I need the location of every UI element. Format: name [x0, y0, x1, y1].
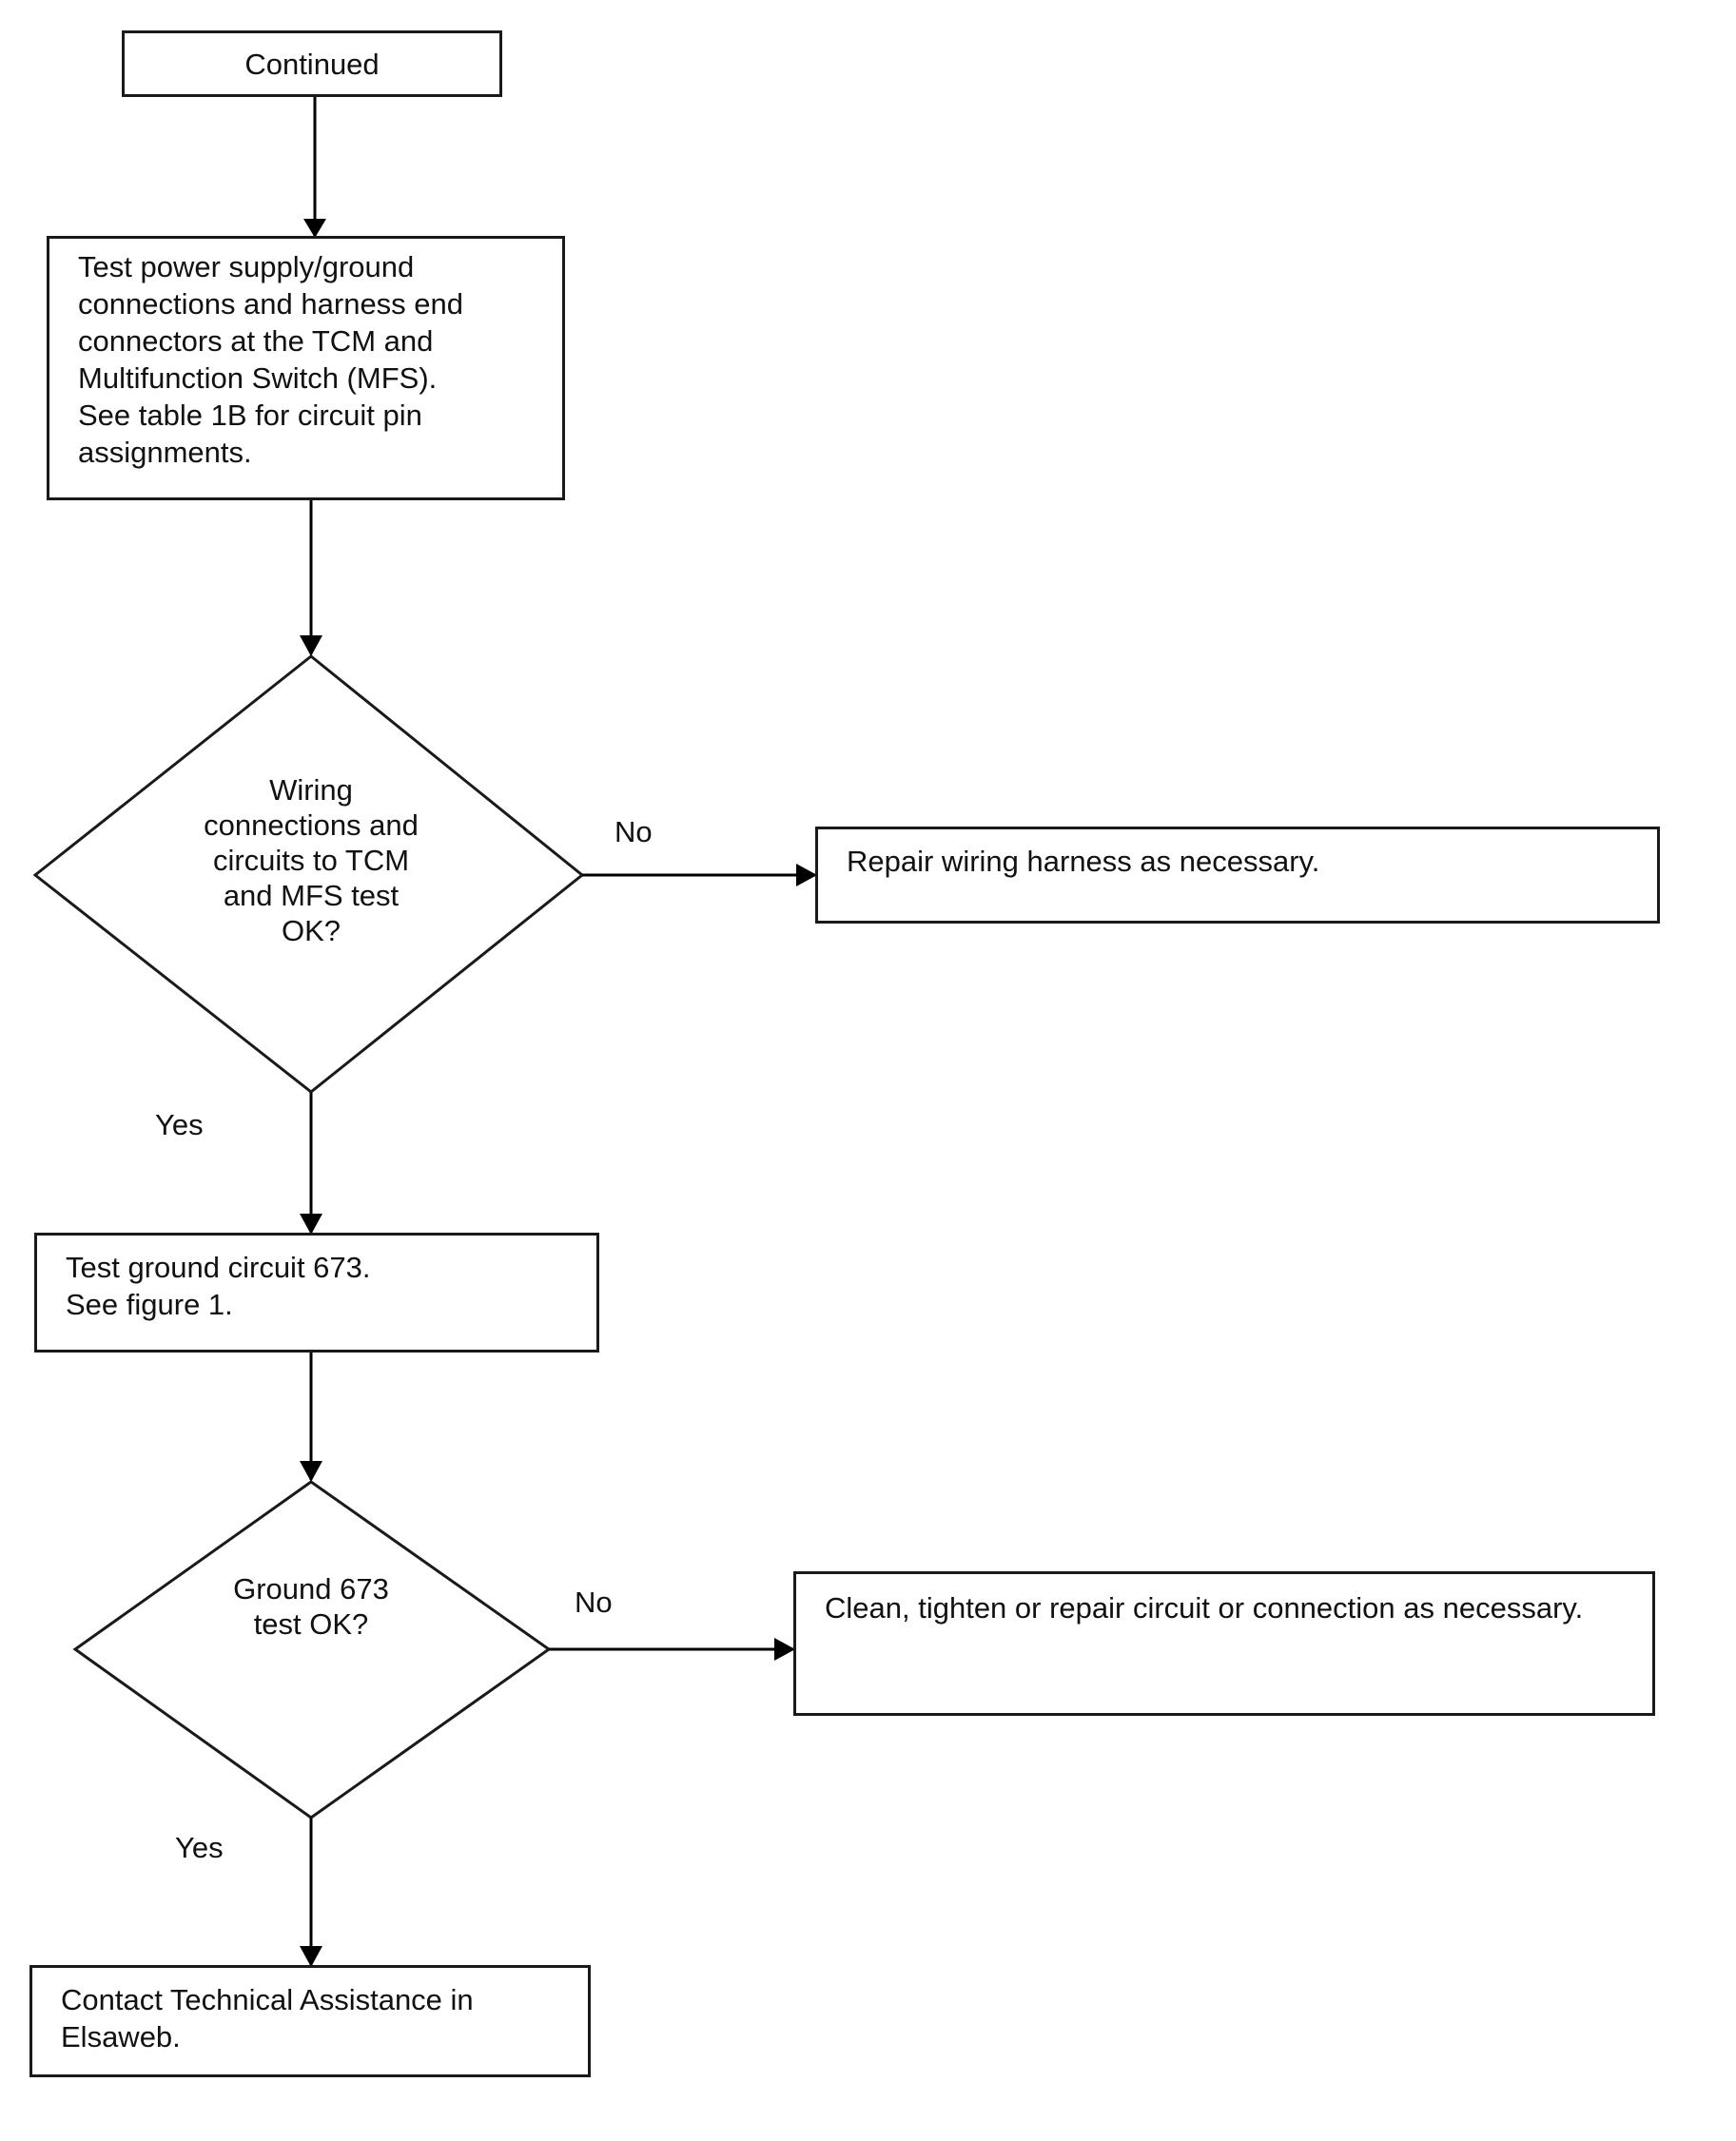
- action-clean-box: Clean, tighten or repair circuit or conn…: [793, 1571, 1655, 1716]
- arrowhead: [300, 1461, 322, 1482]
- start-box: Continued: [122, 30, 502, 97]
- decision-ground-yes-label: Yes: [175, 1831, 224, 1864]
- action-repair-wiring-box: Repair wiring harness as necessary.: [815, 827, 1660, 924]
- arrowhead: [300, 1214, 322, 1235]
- arrowhead: [300, 1946, 322, 1967]
- decision-ground-diamond: [72, 1480, 552, 1820]
- action-repair-wiring-text: Repair wiring harness as necessary.: [847, 845, 1320, 878]
- arrowhead: [303, 219, 326, 238]
- step-power-supply-text: Test power supply/ground connections and…: [78, 250, 464, 469]
- arrowhead: [774, 1638, 795, 1661]
- start-text: Continued: [244, 47, 380, 81]
- decision-wiring-text: Wiring connections and circuits to TCM a…: [204, 773, 419, 947]
- end-box: Contact Technical Assistance in Elsaweb.: [29, 1965, 591, 2077]
- decision-wiring-yes-label: Yes: [155, 1108, 204, 1141]
- arrowhead: [300, 635, 322, 656]
- arrowhead: [796, 864, 817, 886]
- decision-wiring-no-label: No: [614, 815, 653, 848]
- action-clean-text: Clean, tighten or repair circuit or conn…: [825, 1591, 1584, 1625]
- decision-ground-text: Ground 673 test OK?: [233, 1572, 389, 1641]
- decision-ground-no-label: No: [575, 1586, 613, 1619]
- step-ground-box: Test ground circuit 673. See figure 1.: [34, 1233, 599, 1353]
- step-power-supply-box: Test power supply/ground connections and…: [47, 236, 565, 500]
- step-ground-text: Test ground circuit 673. See figure 1.: [66, 1251, 371, 1321]
- end-text: Contact Technical Assistance in Elsaweb.: [61, 1983, 474, 2053]
